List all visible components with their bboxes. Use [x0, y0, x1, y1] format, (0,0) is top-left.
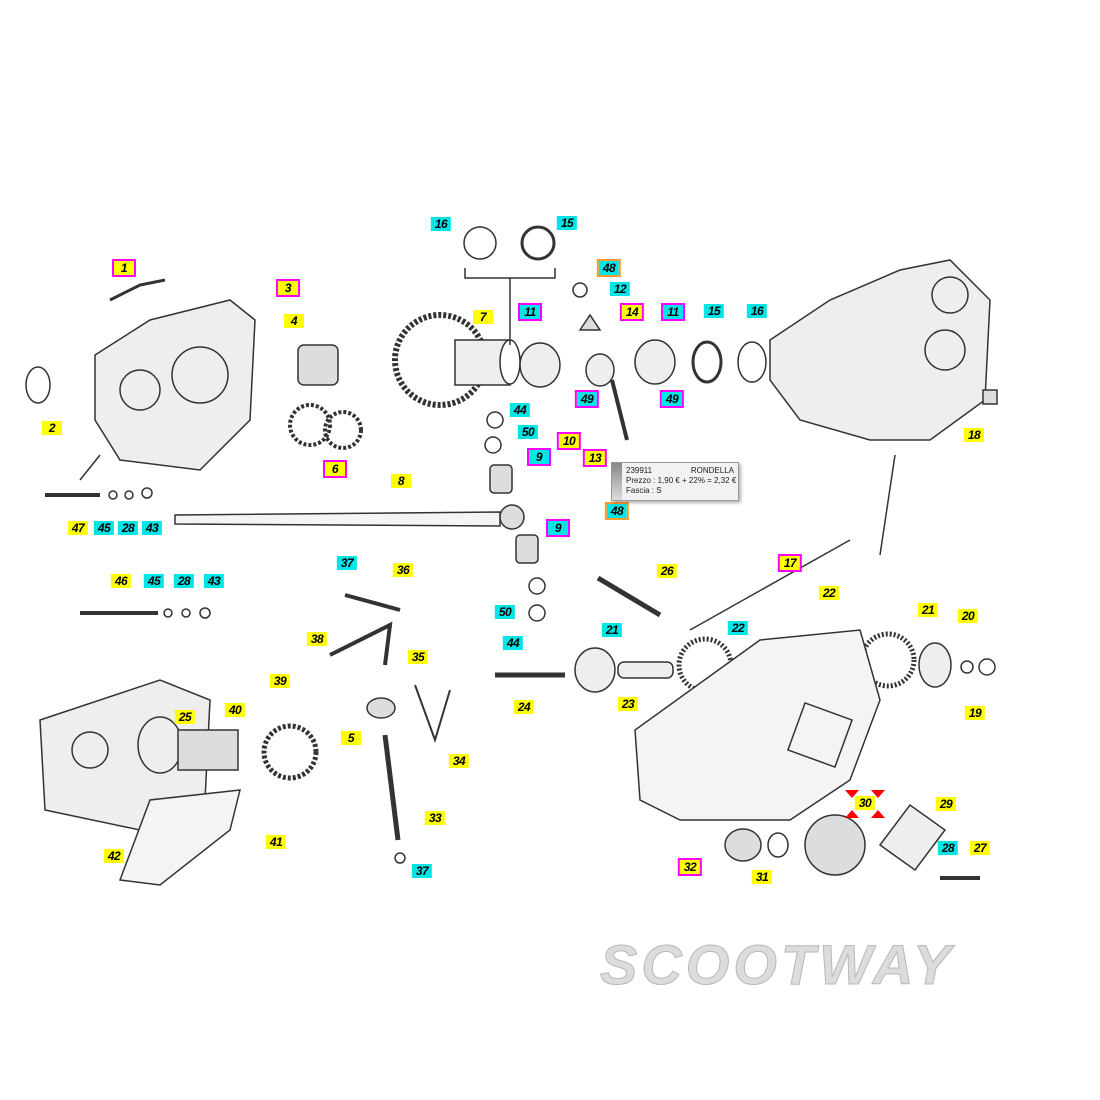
- part-label-33[interactable]: 33: [424, 811, 446, 825]
- part-label-38[interactable]: 38: [306, 632, 328, 646]
- part-label-45[interactable]: 45: [93, 521, 115, 535]
- part-label-49[interactable]: 49: [659, 390, 685, 408]
- part-label-28[interactable]: 28: [937, 841, 959, 855]
- gearbox-cover-part: [94, 299, 256, 471]
- part-tooltip: 239911 RONDELLA Prezzo : 1,90 € + 22% = …: [611, 462, 739, 501]
- part-label-50[interactable]: 50: [494, 605, 516, 619]
- part-label-8[interactable]: 8: [391, 474, 411, 488]
- part-label-13[interactable]: 13: [582, 449, 608, 467]
- gearbox-housing-part: [769, 259, 991, 441]
- part-label-9[interactable]: 9: [546, 519, 570, 537]
- seal-ring-part: [25, 366, 51, 404]
- part-label-45[interactable]: 45: [143, 574, 165, 588]
- part-label-39[interactable]: 39: [269, 674, 291, 688]
- part-label-11[interactable]: 11: [661, 303, 685, 321]
- gear-part: [288, 403, 332, 447]
- part-label-44[interactable]: 44: [509, 403, 531, 417]
- part-label-36[interactable]: 36: [392, 563, 414, 577]
- tooltip-part-name: RONDELLA: [690, 466, 734, 475]
- tooltip-price: Prezzo : 1,90 € + 22% = 2,32 €: [626, 476, 737, 485]
- part-label-43[interactable]: 43: [141, 521, 163, 535]
- part-label-6[interactable]: 6: [323, 460, 347, 478]
- part-label-9[interactable]: 9: [527, 448, 551, 466]
- part-label-30[interactable]: 30: [854, 796, 876, 810]
- main-shaft-part: [174, 511, 501, 527]
- part-label-26[interactable]: 26: [656, 564, 678, 578]
- spring-part: [109, 278, 166, 302]
- lower-right-housing-part: [634, 629, 881, 821]
- part-label-7[interactable]: 7: [473, 310, 493, 324]
- part-label-4[interactable]: 4: [284, 314, 304, 328]
- part-label-15[interactable]: 15: [703, 304, 725, 318]
- part-label-27[interactable]: 27: [969, 841, 991, 855]
- part-label-34[interactable]: 34: [448, 754, 470, 768]
- bushing-part: [297, 344, 339, 386]
- watermark: SCOOTWAY: [600, 933, 955, 996]
- part-label-10[interactable]: 10: [556, 432, 582, 450]
- part-label-44[interactable]: 44: [502, 636, 524, 650]
- part-label-41[interactable]: 41: [265, 835, 287, 849]
- tooltip-fascia: Fascia : S: [626, 486, 662, 495]
- part-label-48[interactable]: 48: [596, 259, 622, 277]
- shift-fork-part: [118, 789, 241, 886]
- part-label-22[interactable]: 22: [727, 621, 749, 635]
- part-label-23[interactable]: 23: [617, 697, 639, 711]
- part-label-12[interactable]: 12: [609, 282, 631, 296]
- part-label-31[interactable]: 31: [751, 870, 773, 884]
- part-label-29[interactable]: 29: [935, 797, 957, 811]
- part-label-17[interactable]: 17: [777, 554, 803, 572]
- part-label-32[interactable]: 32: [677, 858, 703, 876]
- tooltip-accent: [612, 463, 622, 500]
- part-label-28[interactable]: 28: [117, 521, 139, 535]
- part-label-21[interactable]: 21: [601, 623, 623, 637]
- part-label-40[interactable]: 40: [224, 703, 246, 717]
- part-label-35[interactable]: 35: [407, 650, 429, 664]
- part-label-16[interactable]: 16: [430, 217, 452, 231]
- part-label-11[interactable]: 11: [518, 303, 542, 321]
- part-label-49[interactable]: 49: [574, 390, 600, 408]
- part-label-37[interactable]: 37: [336, 556, 358, 570]
- part-label-37[interactable]: 37: [411, 864, 433, 878]
- part-label-48[interactable]: 48: [604, 502, 630, 520]
- part-label-19[interactable]: 19: [964, 706, 986, 720]
- part-label-15[interactable]: 15: [556, 216, 578, 230]
- part-label-2[interactable]: 2: [42, 421, 62, 435]
- part-label-22[interactable]: 22: [818, 586, 840, 600]
- part-label-21[interactable]: 21: [917, 603, 939, 617]
- part-label-28[interactable]: 28: [173, 574, 195, 588]
- part-label-47[interactable]: 47: [67, 521, 89, 535]
- part-label-50[interactable]: 50: [517, 425, 539, 439]
- selection-marker-icon: [845, 790, 885, 818]
- part-label-25[interactable]: 25: [174, 710, 196, 724]
- part-label-1[interactable]: 1: [112, 259, 136, 277]
- part-label-42[interactable]: 42: [103, 849, 125, 863]
- tooltip-part-code: 239911: [626, 466, 653, 475]
- part-label-24[interactable]: 24: [513, 700, 535, 714]
- part-label-3[interactable]: 3: [276, 279, 300, 297]
- part-label-20[interactable]: 20: [957, 609, 979, 623]
- part-label-5[interactable]: 5: [341, 731, 361, 745]
- part-label-16[interactable]: 16: [746, 304, 768, 318]
- part-label-14[interactable]: 14: [619, 303, 645, 321]
- part-label-43[interactable]: 43: [203, 574, 225, 588]
- part-label-46[interactable]: 46: [110, 574, 132, 588]
- part-label-18[interactable]: 18: [963, 428, 985, 442]
